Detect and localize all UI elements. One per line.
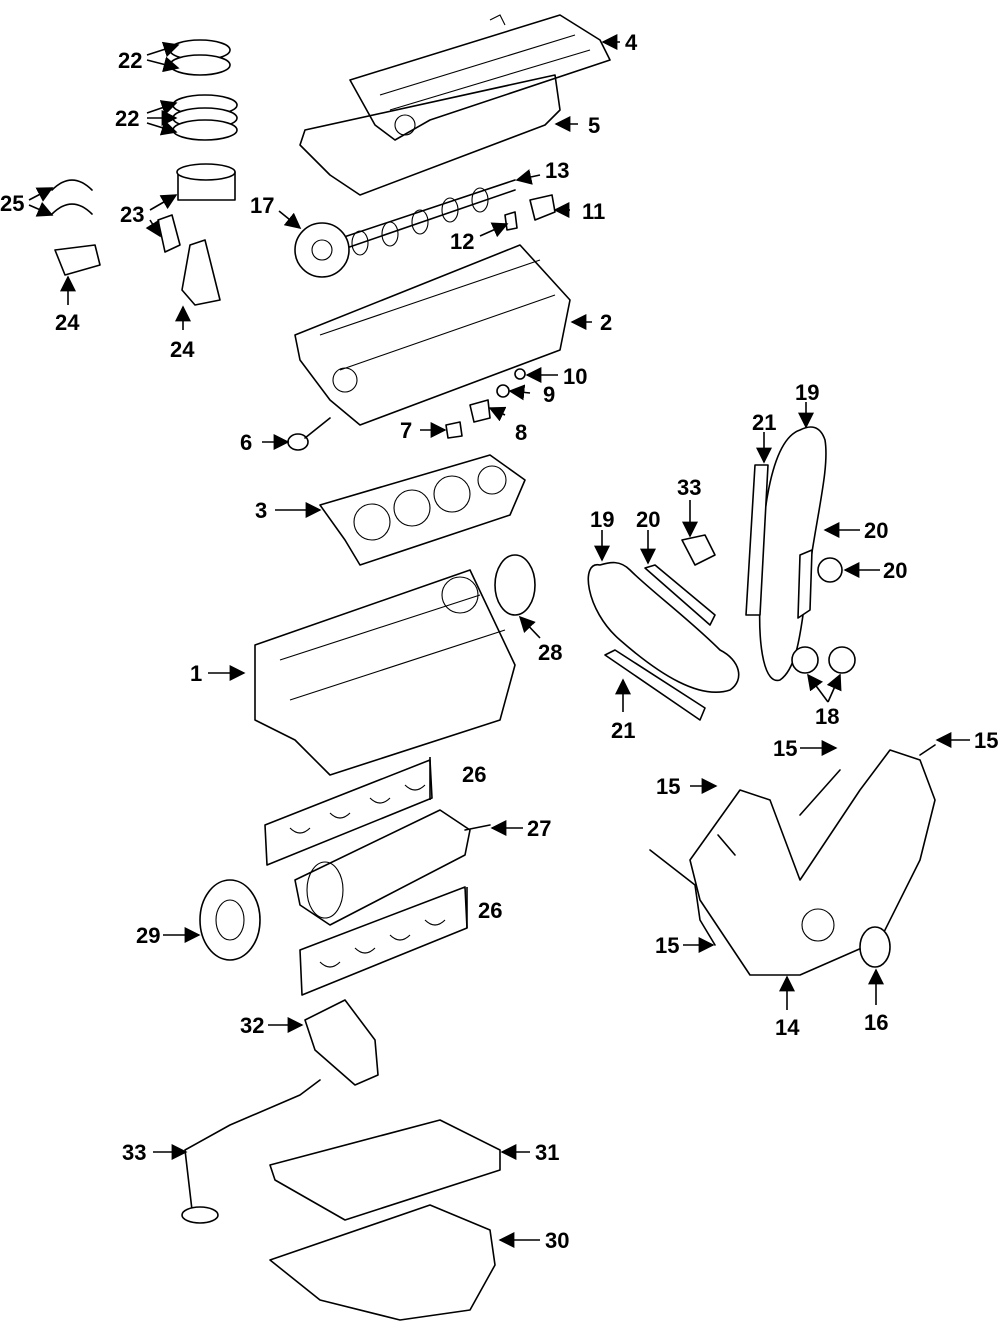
callout-29: 29: [136, 923, 160, 948]
callout-1: 1: [190, 661, 202, 686]
crankshaft: [294, 809, 491, 926]
harmonic-balancer-hub: [215, 899, 245, 941]
callout-31: 31: [535, 1140, 559, 1165]
callout-21a: 21: [752, 410, 776, 435]
chain-tensioner: [681, 534, 716, 566]
callout-33-pickup: 33: [122, 1140, 146, 1165]
callout-3: 3: [255, 498, 267, 523]
callout-25: 25: [0, 191, 24, 216]
callout-15c: 15: [974, 728, 998, 753]
engine-block: [254, 569, 516, 776]
tensioner-arm-right: [797, 549, 813, 619]
callout-4: 4: [625, 30, 638, 55]
front-crank-seal: [859, 926, 891, 968]
timing-chain-right: [758, 426, 827, 682]
callout-22b: 22: [115, 106, 139, 131]
valve-cover: [349, 14, 611, 141]
callout-20c: 20: [883, 558, 907, 583]
callout-14: 14: [775, 1015, 800, 1040]
callout-30: 30: [545, 1228, 569, 1253]
callout-10: 10: [563, 364, 587, 389]
piston-rings: [169, 39, 238, 141]
callout-19b: 19: [590, 507, 614, 532]
callout-2: 2: [600, 310, 612, 335]
crank-sprocket-2: [828, 646, 856, 674]
cylinder-head: [294, 244, 571, 426]
callout-26b: 26: [478, 898, 502, 923]
head-gasket: [319, 454, 526, 566]
chain-guide-right: [745, 464, 769, 616]
piston-pin: [157, 214, 181, 253]
callout-15d: 15: [655, 933, 679, 958]
callout-24b: 24: [170, 337, 195, 362]
tensioner-20: [817, 557, 843, 583]
oil-pan: [269, 1204, 496, 1321]
crank-sprocket-1: [791, 646, 819, 674]
chain-guide-lower: [604, 649, 706, 721]
gasket-15d: [649, 849, 716, 946]
callout-18: 18: [815, 704, 839, 729]
callout-26a: 26: [462, 762, 486, 787]
callout-21b: 21: [611, 718, 635, 743]
harmonic-balancer: [199, 879, 261, 961]
callout-15b: 15: [773, 736, 797, 761]
callout-28: 28: [538, 640, 562, 665]
callout-11: 11: [582, 199, 605, 224]
callout-27: 27: [527, 816, 551, 841]
callout-24a: 24: [55, 310, 80, 335]
camshaft: [334, 179, 516, 256]
rod-cap: [54, 244, 101, 276]
lash-adjuster: [504, 211, 518, 231]
callout-5: 5: [588, 113, 600, 138]
timing-cover-seal-bore: [801, 908, 835, 942]
callout-9: 9: [543, 382, 555, 407]
valve-cover-gasket: [299, 74, 561, 196]
valve-retainer: [496, 384, 510, 398]
oil-pump: [304, 999, 379, 1086]
timing-cover: [689, 749, 936, 976]
main-bearings-upper: [264, 759, 433, 866]
dowel-15a: [717, 834, 736, 856]
callout-19a: 19: [795, 380, 819, 405]
cam-sprocket: [294, 222, 350, 278]
callout-22a: 22: [118, 48, 142, 73]
callout-13: 13: [545, 158, 569, 183]
tensioner-arm-left: [644, 564, 716, 626]
oil-pickup-screen: [181, 1206, 219, 1224]
valve-spring: [469, 399, 491, 423]
dowel-15c: [919, 744, 936, 756]
connecting-rod: [181, 239, 221, 306]
callout-12: 12: [450, 229, 474, 254]
callout-33-tensioner: 33: [677, 475, 701, 500]
callout-20b: 20: [864, 518, 888, 543]
timing-chain-left: [587, 561, 740, 693]
valve-keeper: [514, 368, 526, 380]
callout-32: 32: [240, 1013, 264, 1038]
rocker-arm: [529, 194, 556, 221]
callout-15a: 15: [656, 774, 680, 799]
callout-20a: 20: [636, 507, 660, 532]
callout-6: 6: [240, 430, 252, 455]
rod-bearings: [51, 179, 93, 215]
valve-seal: [445, 421, 463, 439]
callout-17: 17: [250, 193, 274, 218]
callout-23: 23: [120, 202, 144, 227]
leader-lines: [28, 34, 970, 1248]
oil-pickup-tube: [184, 1079, 321, 1211]
rear-main-seal: [494, 554, 536, 616]
callout-7: 7: [400, 418, 412, 443]
dowel-15b: [799, 769, 841, 816]
oil-pan-gasket: [269, 1119, 501, 1221]
callout-16: 16: [864, 1010, 888, 1035]
callout-8: 8: [515, 420, 527, 445]
valve: [287, 417, 331, 451]
piston: [176, 163, 236, 201]
